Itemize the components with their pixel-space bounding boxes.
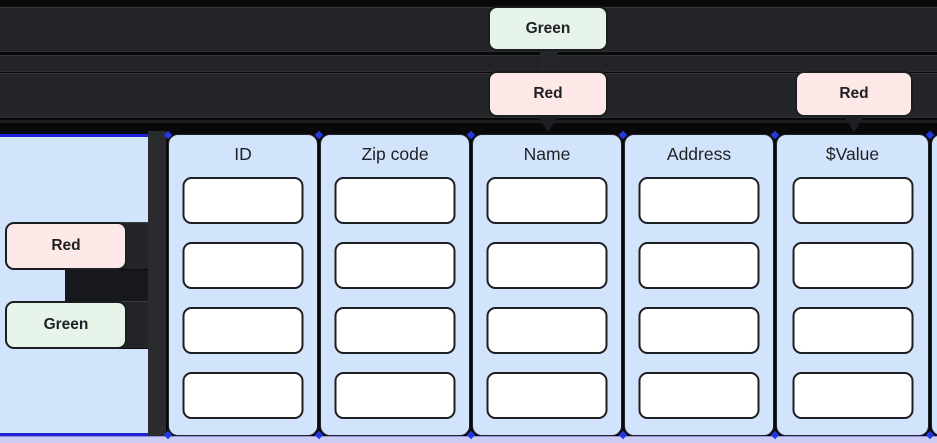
cell-box[interactable]	[638, 177, 760, 224]
green-label-badge-left[interactable]: Green	[5, 301, 127, 349]
cell-box[interactable]	[334, 177, 456, 224]
column-header: Zip code	[361, 144, 429, 164]
cell-box[interactable]	[792, 372, 913, 419]
cell-box[interactable]	[182, 177, 304, 224]
red-label-badge-top-1[interactable]: Red	[488, 71, 608, 117]
top-dark-bar-middle	[0, 55, 937, 72]
cell-box[interactable]	[334, 242, 456, 289]
top-dark-bar-2	[0, 73, 937, 118]
cell-box[interactable]	[638, 242, 760, 289]
badge-label: Green	[43, 316, 89, 333]
cell-box[interactable]	[792, 177, 913, 224]
vertical-dark-bar	[148, 131, 166, 436]
cell-box[interactable]	[182, 307, 304, 354]
cell-box[interactable]	[334, 307, 456, 354]
column-panel-name[interactable]: Name	[472, 134, 622, 436]
table-columns: ID Zip code Name Address	[168, 134, 937, 436]
column-header: $Value	[825, 144, 880, 164]
cell-box[interactable]	[638, 372, 760, 419]
badge-label: Red	[51, 237, 81, 254]
column-panel-address[interactable]: Address	[624, 134, 774, 436]
red-label-badge-top-2[interactable]: Red	[795, 71, 913, 117]
red-badge-tail-arrow	[844, 116, 864, 132]
cell-box[interactable]	[486, 372, 608, 419]
horizontal-divider-line	[0, 120, 937, 123]
red-label-badge-left[interactable]: Red	[5, 222, 127, 270]
badge-label: Red	[839, 85, 869, 102]
badge-label: Green	[525, 19, 571, 37]
column-header: Address	[666, 144, 732, 164]
column-header: ID	[234, 144, 252, 164]
green-label-badge-top[interactable]: Green	[488, 6, 608, 51]
cell-box[interactable]	[182, 372, 304, 419]
column-panel-id[interactable]: ID	[168, 134, 318, 436]
cell-box[interactable]	[486, 242, 608, 289]
cell-box[interactable]	[486, 307, 608, 354]
cell-box[interactable]	[792, 242, 913, 289]
column-panel-value[interactable]: $Value	[776, 134, 929, 436]
column-header: Name	[523, 144, 571, 164]
column-panel-partial[interactable]	[931, 134, 937, 436]
cell-box[interactable]	[638, 307, 760, 354]
badge-label: Red	[533, 85, 563, 102]
cell-box[interactable]	[182, 242, 304, 289]
green-badge-tail	[540, 50, 558, 72]
red-badge-tail-arrow	[538, 116, 558, 132]
cell-box[interactable]	[486, 177, 608, 224]
column-panel-zip-code[interactable]: Zip code	[320, 134, 470, 436]
cell-box[interactable]	[792, 307, 913, 354]
top-dark-bar-1	[0, 7, 937, 52]
cell-box[interactable]	[334, 372, 456, 419]
